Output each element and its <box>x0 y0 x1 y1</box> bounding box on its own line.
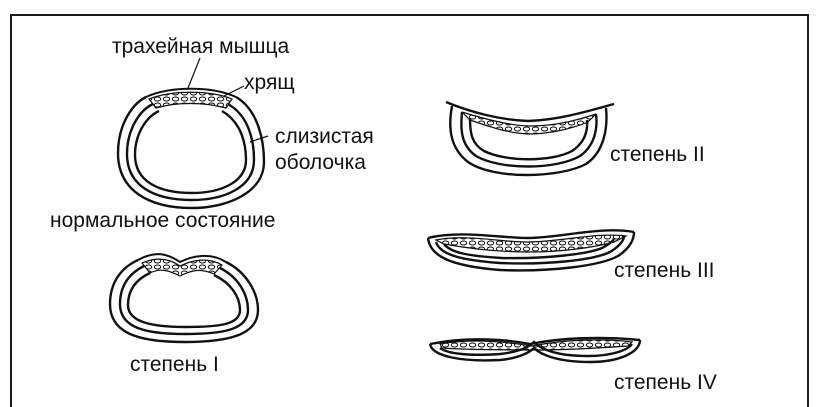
muscle-pointer <box>188 58 200 88</box>
trachea-degree-1-diagram <box>110 254 258 342</box>
trachea-normal-diagram <box>118 89 264 208</box>
degree-3-label: степень III <box>614 260 715 281</box>
degree-4-label: степень IV <box>614 372 717 393</box>
trachea-degree-2-diagram <box>446 102 614 175</box>
degree-1-label: степень I <box>130 354 219 375</box>
normal-state-label: нормальное состояние <box>50 210 275 231</box>
degree4-cartilage-cells <box>440 340 632 350</box>
cartilage-pointer <box>224 86 244 96</box>
degree1-inner-wall <box>128 273 240 327</box>
normal-cartilage-cells <box>149 92 232 108</box>
normal-middle-wall <box>127 104 254 200</box>
tracheal-muscle-label: трахейная мышца <box>112 36 289 57</box>
mucosa-label: слизистая оболочка <box>275 124 374 177</box>
trachea-degree-4-diagram <box>430 338 640 362</box>
trachea-degree-3-diagram <box>428 230 634 270</box>
degree-2-label: степень II <box>610 144 705 165</box>
normal-inner-wall <box>135 111 246 193</box>
cartilage-label: хрящ <box>244 72 295 93</box>
